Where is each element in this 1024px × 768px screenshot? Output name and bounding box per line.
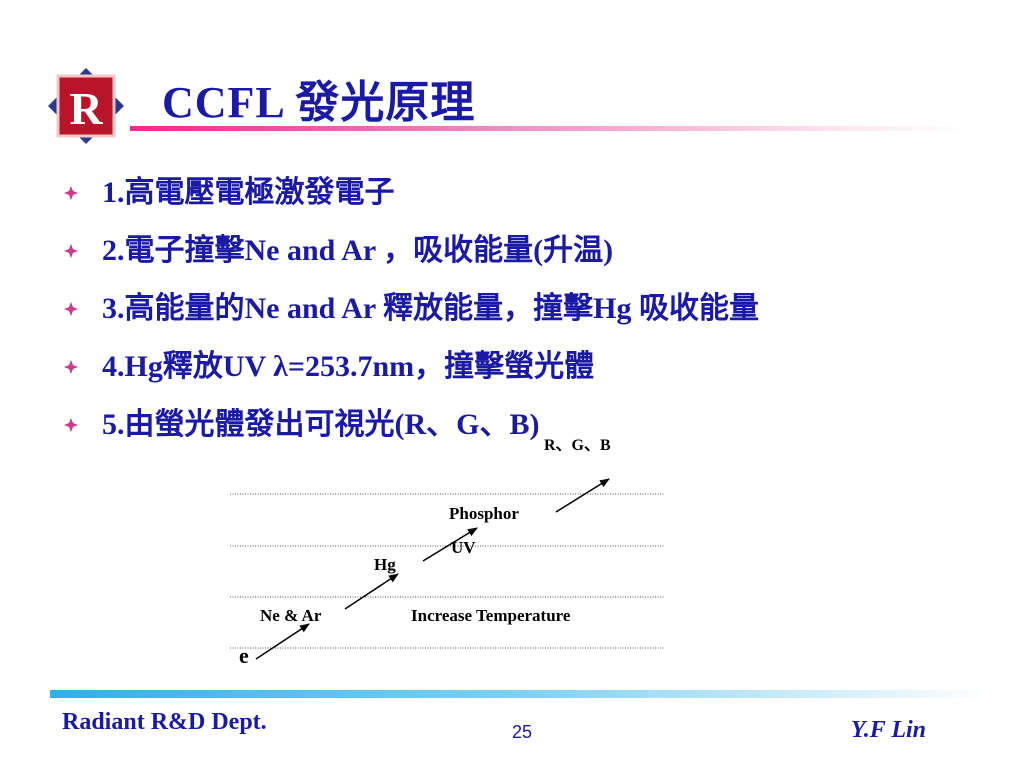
logo-square: [56, 74, 116, 138]
bullet-item: 5.由螢光體發出可視光(R、G、B): [64, 400, 759, 458]
footer-department: Radiant R&D Dept.: [62, 709, 267, 735]
logo-letter: R: [69, 83, 103, 134]
title-underline: [130, 126, 970, 131]
ne-ar-label: Ne & Ar: [260, 606, 322, 625]
slide-title: CCFL 發光原理: [162, 78, 476, 127]
increase-temperature-label: Increase Temperature: [411, 606, 571, 625]
diamond-bullet-icon: [64, 186, 78, 200]
electron-label: e: [239, 643, 249, 668]
diamond-bullet-icon: [64, 244, 78, 258]
diamond-bullet-icon: [64, 418, 78, 432]
bullet-item: 1.高電壓電極激發電子: [64, 168, 759, 226]
bullet-text: 5.由螢光體發出可視光(R、G、B): [102, 408, 540, 441]
phosphor-label: Phosphor: [449, 504, 519, 523]
uv-label: UV: [451, 538, 476, 557]
arrow-ne-ar-to-hg: [344, 573, 399, 610]
bullet-item: 2.電子撞擊Ne and Ar ，吸收能量(升温): [64, 226, 759, 284]
radiant-logo: R: [48, 68, 124, 144]
footer-author: Y.F Lin: [850, 717, 926, 743]
bullet-text: 4.Hg釋放UV λ=253.7nm，撞擊螢光體: [102, 350, 595, 383]
diamond-bullet-icon: [64, 302, 78, 316]
arrow-phosphor-to-rgb: [555, 478, 610, 513]
arrow-hg-to-phosphor: [422, 527, 478, 562]
bullet-text: 2.電子撞擊Ne and Ar ，吸收能量(升温): [102, 234, 614, 267]
diamond-bullet-icon: [64, 360, 78, 374]
bullet-list: 1.高電壓電極激發電子 2.電子撞擊Ne and Ar ，吸收能量(升温) 3.…: [64, 168, 759, 458]
hg-label: Hg: [374, 555, 396, 574]
bullet-text: 3.高能量的Ne and Ar 釋放能量，撞擊Hg 吸收能量: [102, 292, 759, 325]
page-number: 25: [512, 722, 533, 742]
arrow-electron-to-ne-ar: [255, 623, 310, 660]
bullet-text: 1.高電壓電極激發電子: [102, 176, 395, 209]
bullet-item: 4.Hg釋放UV λ=253.7nm，撞擊螢光體: [64, 342, 759, 400]
footer-rule: [50, 690, 990, 698]
bullet-item: 3.高能量的Ne and Ar 釋放能量，撞擊Hg 吸收能量: [64, 284, 759, 342]
